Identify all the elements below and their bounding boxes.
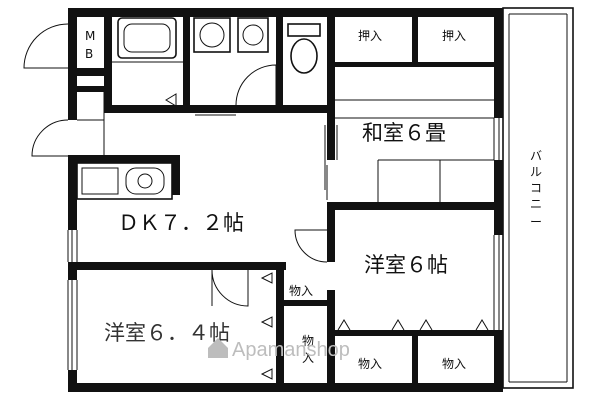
monoire-label-4: 物入 xyxy=(442,357,466,371)
kitchen-sink-icon xyxy=(76,162,173,200)
interior-walls xyxy=(68,8,499,392)
watermark-text: Apamanshop xyxy=(232,339,350,361)
balcony-label: バ ル コ ニ ー xyxy=(530,149,542,229)
monoire-label-2a: 物 xyxy=(302,334,314,348)
tatami-lines xyxy=(335,99,494,202)
watermark: Apamanshop xyxy=(208,338,350,361)
mb-label-m: M xyxy=(85,29,95,43)
watermark-house-icon xyxy=(208,338,228,358)
windows xyxy=(67,118,504,370)
monoire-label-3: 物入 xyxy=(358,357,382,371)
balcony-char-5: ー xyxy=(530,215,542,229)
washbasin-icon xyxy=(193,17,269,53)
monoire-label-1: 物入 xyxy=(289,284,313,298)
balcony-char-4: ニ xyxy=(530,197,542,211)
bathtub-icon xyxy=(112,17,183,63)
balcony-char-2: ル xyxy=(530,165,542,179)
mb-label-b: B xyxy=(85,47,93,61)
yoshitsu-left-label: 洋室６．４帖 xyxy=(104,321,230,345)
washitsu-label: 和室６畳 xyxy=(362,121,446,145)
oshiire-label-1: 押入 xyxy=(358,29,382,43)
balcony-char-3: コ xyxy=(530,181,542,195)
balcony-outline xyxy=(502,7,574,389)
balcony-char-1: バ xyxy=(530,149,542,163)
yoshitsu-right-label: 洋室６帖 xyxy=(364,253,448,277)
oshiire-label-2: 押入 xyxy=(442,29,466,43)
doors xyxy=(23,23,489,380)
dk-label: ＤＫ７．２帖 xyxy=(118,211,244,235)
monoire-label-2b: 入 xyxy=(302,351,314,365)
toilet-icon xyxy=(287,23,321,74)
